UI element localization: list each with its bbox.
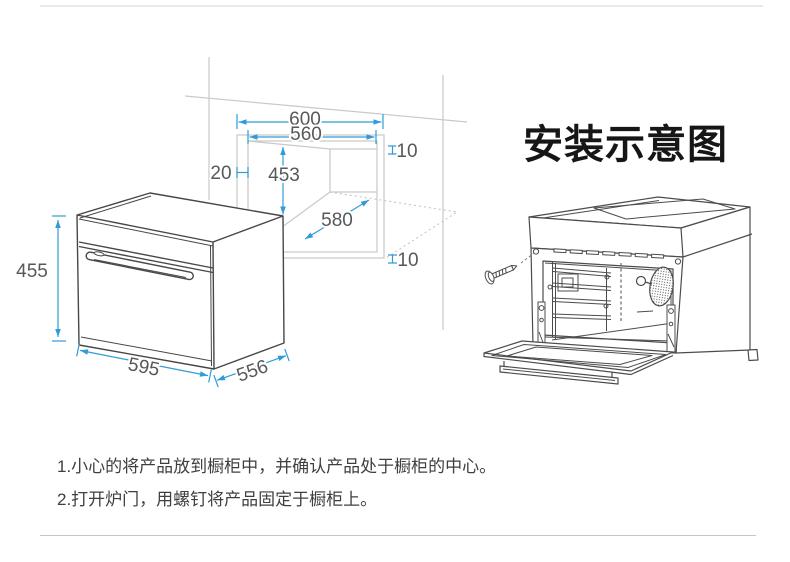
dim-gap-top: 10 <box>396 141 417 162</box>
page-title: 安装示意图 <box>523 123 728 167</box>
top-divider <box>40 5 763 7</box>
fan <box>635 266 674 307</box>
instruction-step-1: 1.小心的将产品放到橱柜中，并确认产品处于橱柜的中心。 <box>57 457 497 476</box>
oven-door-handle <box>85 251 194 281</box>
screw <box>484 248 682 285</box>
dim-cutout-outer-width: 600 <box>289 109 321 130</box>
cutout-dimensions <box>236 114 397 264</box>
cutout-dimension-labels: 600 560 453 580 20 10 10 <box>208 107 420 273</box>
oven-dimensions <box>52 215 290 388</box>
instruction-step-2: 2.打开炉门，用螺钉将产品固定于橱柜上。 <box>57 490 378 509</box>
vent-slots <box>553 248 665 259</box>
dim-cutout-depth: 580 <box>321 210 353 231</box>
oven-cavity-interior <box>547 262 674 341</box>
screw-hole-right <box>674 258 682 265</box>
dim-cutout-inner-width: 560 <box>290 124 322 145</box>
installed-oven-drawing <box>483 196 759 385</box>
bottom-divider <box>40 535 756 536</box>
dim-gap-left: 20 <box>210 163 231 184</box>
dim-oven-height: 455 <box>16 261 48 282</box>
dim-gap-bottom: 10 <box>397 250 418 271</box>
door-hinges <box>537 301 676 353</box>
dim-cutout-height: 453 <box>268 165 300 186</box>
dim-oven-width: 595 <box>126 354 161 381</box>
dim-oven-depth: 556 <box>234 356 271 387</box>
instructions: 1.小心的将产品放到橱柜中，并确认产品处于橱柜的中心。 2.打开炉门，用螺钉将产… <box>57 450 496 516</box>
oven-isometric-drawing <box>76 192 285 370</box>
open-door <box>483 340 674 385</box>
screw-hole-left <box>532 248 540 255</box>
